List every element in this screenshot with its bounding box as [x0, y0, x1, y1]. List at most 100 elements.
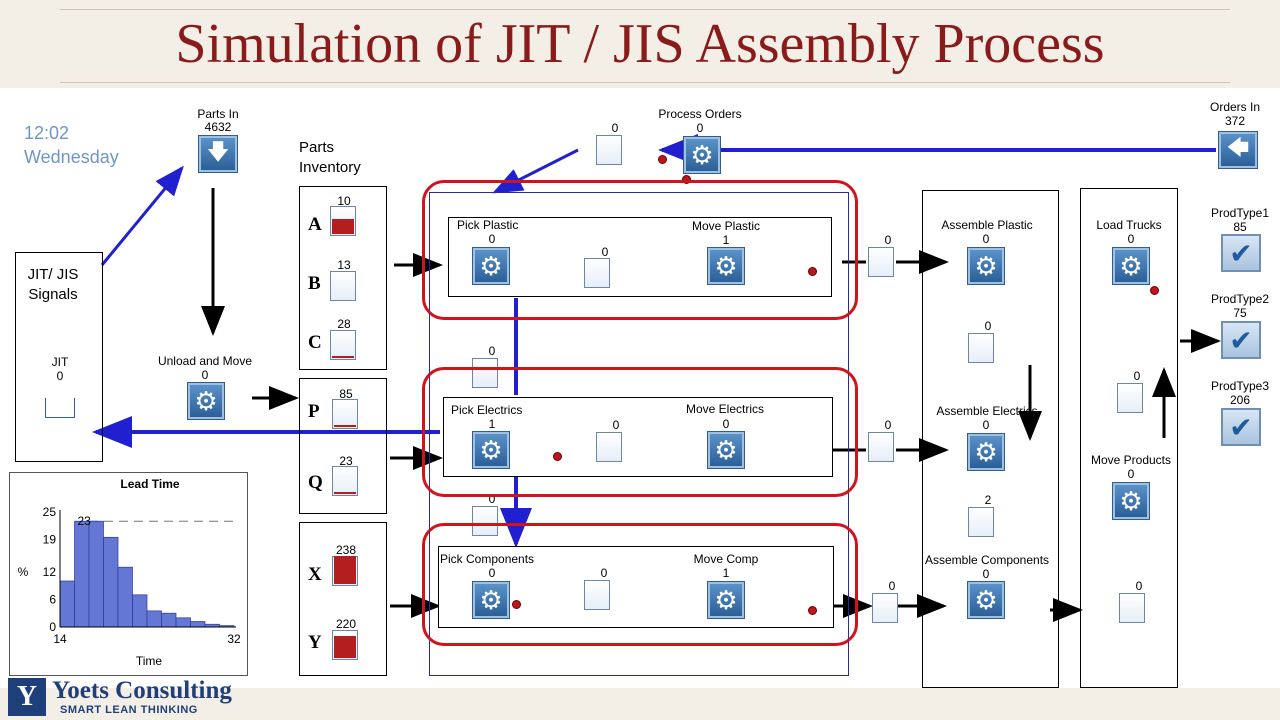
gear-icon: ⚙: [1119, 486, 1143, 516]
arrow-down-icon: 🡇: [206, 139, 230, 164]
electrics-buffer-queue[interactable]: [596, 432, 622, 462]
move-products-label: Move Products: [1090, 453, 1172, 467]
checkmark-icon: ✔: [1229, 411, 1253, 443]
plastic-buffer-queue[interactable]: [584, 258, 610, 288]
inventory-letter-a: A: [308, 214, 322, 235]
status-dot: [658, 155, 667, 164]
move-comp-process[interactable]: ⚙: [707, 581, 745, 619]
arrow-left-icon: 🡄: [1226, 135, 1250, 160]
assemble-components-process[interactable]: ⚙: [967, 581, 1005, 619]
parts-in-label: Parts In: [197, 107, 239, 121]
signals-label-line1: JIT/ JIS: [27, 266, 79, 283]
between-queue-2[interactable]: [472, 506, 498, 536]
gear-icon: ⚙: [714, 251, 738, 281]
assemble-plastic-label: Assemble Plastic: [941, 218, 1033, 232]
gear-icon: ⚙: [479, 251, 503, 281]
inventory-fill-level: [334, 425, 356, 427]
inventory-group-pq: [299, 378, 387, 514]
slide-footer: [0, 688, 1280, 720]
move-plastic-process[interactable]: ⚙: [707, 247, 745, 285]
inventory-letter-b: B: [308, 273, 321, 294]
clock-day: Wednesday: [24, 147, 119, 167]
inventory-queue-b[interactable]: [330, 271, 356, 301]
inventory-label-line2: Inventory: [299, 159, 361, 176]
order-queue[interactable]: [596, 135, 622, 165]
prodtype3-label: ProdType3: [1210, 379, 1270, 393]
inventory-letter-x: X: [308, 564, 322, 585]
chart-y-tick-label: 6: [49, 592, 56, 606]
plastic-buffer-value: 0: [601, 245, 609, 259]
status-dot: [553, 452, 562, 461]
company-name: Yoets Consulting: [52, 677, 232, 704]
components-out-queue[interactable]: [872, 593, 898, 623]
inventory-fill-level: [332, 356, 354, 358]
prodtype1-sink[interactable]: ✔: [1221, 234, 1261, 272]
chart-y-axis-label: %: [18, 565, 29, 579]
checkmark-icon: ✔: [1229, 237, 1253, 269]
assembly-queue-2[interactable]: [968, 507, 994, 537]
inventory-queue-q[interactable]: [332, 466, 358, 496]
pick-electrics-value: 1: [488, 417, 496, 431]
orders-in-value: 372: [1224, 114, 1246, 128]
slide-title: Simulation of JIT / JIS Assembly Process: [175, 13, 1105, 75]
load-trucks-process[interactable]: ⚙: [1112, 247, 1150, 285]
chart-bar: [117, 566, 133, 628]
assembly-queue-1[interactable]: [968, 333, 994, 363]
highlight-ring-electrics: [422, 367, 858, 497]
assemble-electrics-label: Assemble Electrics: [936, 404, 1038, 418]
prodtype3-sink[interactable]: ✔: [1221, 408, 1261, 446]
orders-in-source[interactable]: 🡄: [1218, 131, 1258, 169]
status-dot: [682, 175, 691, 184]
chart-annotation: 23: [78, 514, 92, 528]
chart-x-tick-label: 14: [53, 632, 67, 646]
pick-plastic-process[interactable]: ⚙: [472, 247, 510, 285]
between-queue-2-value: 0: [488, 492, 496, 506]
gear-icon: ⚙: [1119, 251, 1143, 281]
orders-to-pick-arrow: [492, 148, 579, 194]
jit-label: JIT: [51, 355, 69, 369]
gear-icon: ⚙: [714, 435, 738, 465]
parts-in-value: 4632: [204, 120, 232, 134]
company-tagline: SMART LEAN THINKING: [60, 704, 198, 716]
chart-axes: [59, 510, 236, 628]
inventory-fill-level: [334, 492, 356, 494]
pick-electrics-process[interactable]: ⚙: [472, 431, 510, 469]
components-buffer-queue[interactable]: [584, 580, 610, 610]
chart-bar: [88, 520, 104, 628]
prodtype3-value: 206: [1229, 393, 1251, 407]
jit-signal-bin[interactable]: [45, 398, 75, 418]
move-products-process[interactable]: ⚙: [1112, 482, 1150, 520]
chart-y-tick-label: 12: [43, 565, 57, 579]
inventory-queue-x[interactable]: [332, 556, 358, 586]
inventory-value-c: 28: [337, 317, 351, 331]
unload-move-value: 0: [201, 368, 209, 382]
assemble-plastic-process[interactable]: ⚙: [967, 247, 1005, 285]
electrics-out-queue[interactable]: [868, 432, 894, 462]
plastic-out-queue[interactable]: [868, 247, 894, 277]
load-trucks-label: Load Trucks: [1096, 218, 1162, 232]
inventory-group-xy: [299, 522, 387, 676]
yoets-logo: Y: [8, 678, 46, 716]
assemble-electrics-process[interactable]: ⚙: [967, 433, 1005, 471]
chart-x-axis-label: Time: [136, 654, 163, 668]
signals-to-parts-arrow: [100, 165, 184, 266]
pick-components-process[interactable]: ⚙: [472, 581, 510, 619]
prodtype2-label: ProdType2: [1210, 292, 1270, 306]
move-electrics-process[interactable]: ⚙: [707, 431, 745, 469]
parts-in-source[interactable]: 🡇: [198, 135, 238, 173]
between-queue-1[interactable]: [472, 358, 498, 388]
logistics-queue-2[interactable]: [1119, 593, 1145, 623]
unload-move-process[interactable]: ⚙: [187, 382, 225, 420]
chart-y-tick-label: 0: [49, 620, 56, 634]
inventory-queue-y[interactable]: [332, 630, 358, 660]
logistics-queue-1[interactable]: [1117, 383, 1143, 413]
inventory-queue-p[interactable]: [332, 399, 358, 429]
prodtype2-sink[interactable]: ✔: [1221, 321, 1261, 359]
signals-label-line2: Signals: [28, 286, 78, 303]
clock-time: 12:02: [24, 123, 70, 143]
inventory-queue-a[interactable]: [330, 206, 356, 236]
inventory-queue-c[interactable]: [330, 330, 356, 360]
inventory-fill-level: [332, 219, 354, 234]
process-orders-process[interactable]: ⚙: [683, 136, 721, 174]
